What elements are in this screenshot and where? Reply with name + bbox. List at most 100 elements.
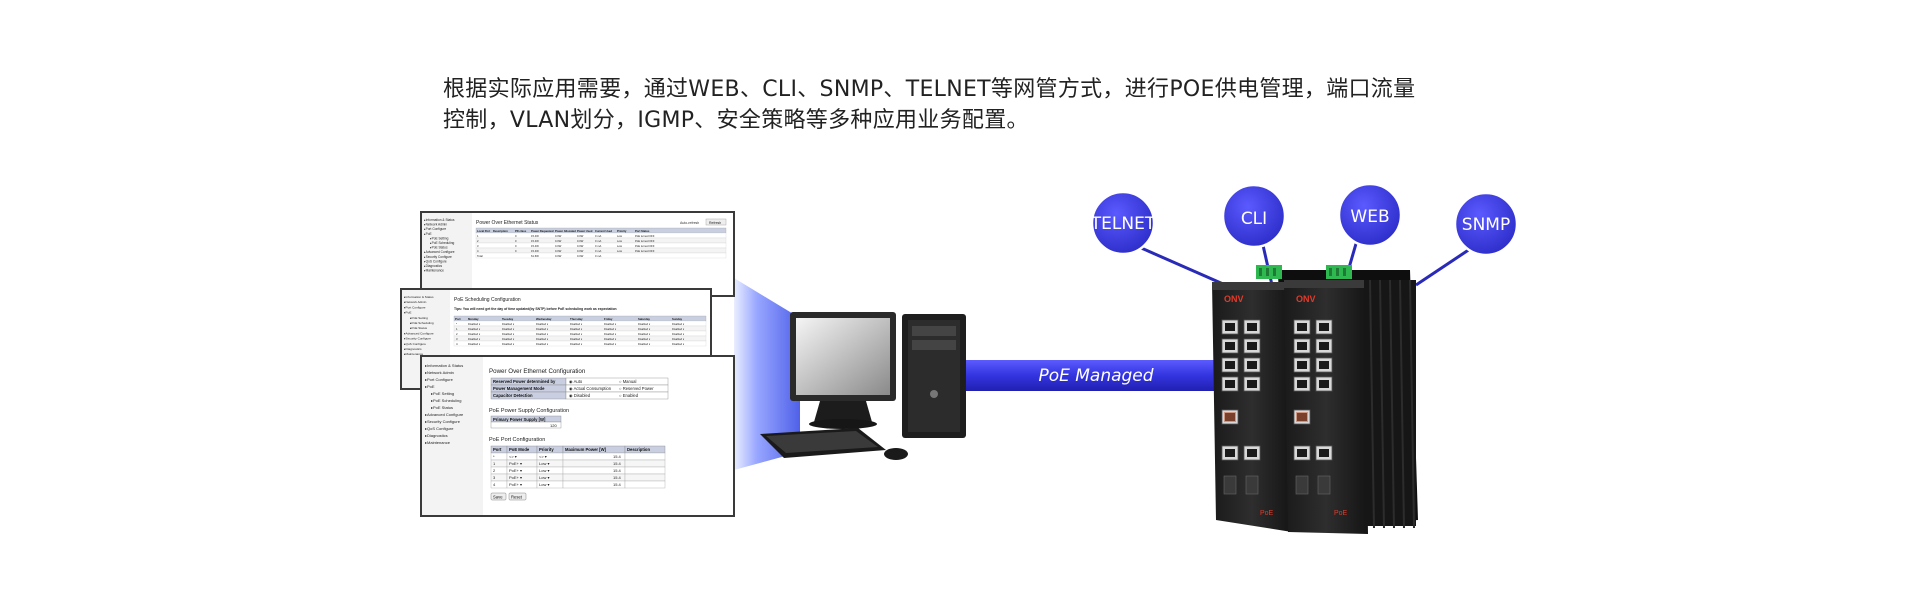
rj45-port-hole — [1247, 449, 1257, 457]
status-cell: 0 mA — [595, 254, 601, 258]
sched-row — [453, 340, 707, 347]
status-cell: 0 mA — [595, 239, 601, 243]
status-cell: PoE turned OFF — [635, 239, 655, 243]
port-cell: 15.4 — [613, 482, 622, 487]
config-option: ◉ Auto — [569, 379, 583, 384]
port-cell: PoE+ ▾ — [509, 475, 522, 480]
menu-item: ▸Maintenance — [425, 440, 451, 445]
industrial-switches: ONV ONV PoE PoE — [1212, 265, 1418, 534]
supply-input[interactable] — [490, 421, 562, 429]
menu-item: ▸PoE Setting — [431, 391, 454, 396]
port-cell: 2 — [493, 468, 496, 473]
status-header: PD class — [515, 229, 527, 233]
rj45-port-hole — [1319, 449, 1329, 457]
sched-cell: Disabled ▾ — [638, 332, 651, 336]
sched-port: 3 — [456, 337, 458, 341]
screenshot-poe-status: ▸Information & Status▸Network Admin▸Port… — [420, 211, 735, 297]
status-cell: 15.4W — [531, 249, 539, 253]
protocol-cli-bubble: CLI — [1221, 183, 1287, 249]
menu-item: ▸Network Admin — [425, 370, 454, 375]
save-button[interactable] — [490, 492, 507, 501]
status-cell: 1 — [477, 234, 479, 238]
menu-item: ▸Advanced Configure — [404, 331, 434, 335]
rj45-port-hole — [1225, 449, 1235, 457]
rj45-port-hole — [1225, 323, 1235, 331]
port-cell-box — [624, 452, 666, 461]
status-cell: 15.4W — [531, 244, 539, 248]
menu-item: ▸Port Configure — [424, 227, 446, 231]
menu-item: ▸QoS Configure — [425, 426, 454, 431]
config-option: ○ Manual — [619, 379, 636, 384]
rj45-port-hole — [1319, 361, 1329, 369]
protocol-telnet-bubble: TELNET — [1090, 190, 1156, 256]
menu-item: ▸Network Admin — [424, 223, 447, 227]
menu-item: ▸Diagnostics — [404, 347, 422, 351]
refresh-label: Refresh — [709, 221, 721, 225]
sched-cell: Disabled ▾ — [502, 332, 515, 336]
sched-header: Monday — [468, 317, 479, 321]
supply-label: Primary Power Supply [W] — [493, 417, 546, 422]
sched-cell: Disabled ▾ — [502, 342, 515, 346]
snmp-label: SNMP — [1462, 215, 1510, 235]
status-cell: 0.0W — [577, 239, 584, 243]
status-cell: 0.0W — [555, 244, 562, 248]
refresh-button[interactable] — [705, 218, 727, 226]
port-header: Port — [493, 447, 502, 452]
port-cell: 15.4 — [613, 475, 622, 480]
sched-port: 1 — [456, 327, 458, 331]
sched-cell: Disabled ▾ — [672, 332, 685, 336]
status-header: Current Used — [595, 229, 612, 233]
sched-cell: Disabled ▾ — [570, 327, 583, 331]
menu-item: ▸PoE Status — [410, 326, 427, 330]
sched-cell: Disabled ▾ — [502, 322, 515, 326]
menu-item: ▸QoS Configure — [404, 342, 426, 346]
status-cell: 0.0W — [555, 239, 562, 243]
port-cell: PoE+ ▾ — [509, 482, 522, 487]
sched-cell: Disabled ▾ — [468, 337, 481, 341]
status-cell: Low — [617, 249, 622, 253]
status-cell: 0.0W — [577, 249, 584, 253]
sched-cell: Disabled ▾ — [672, 342, 685, 346]
sched-cell: Disabled ▾ — [638, 342, 651, 346]
sched-cell: Disabled ▾ — [604, 337, 617, 341]
sfp-port — [1223, 475, 1237, 495]
port-cell: PoE+ ▾ — [509, 461, 522, 466]
config-value-cell — [565, 391, 669, 400]
status-cell: Total — [477, 254, 483, 258]
port-cell: 4 — [493, 482, 496, 487]
menu-item: ▸Information & Status — [424, 218, 455, 222]
sched-cell: Disabled ▾ — [468, 332, 481, 336]
port-cell: Low ▾ — [539, 468, 549, 473]
menu-item: ▸PoE Setting — [430, 236, 449, 240]
rj45-port-hole — [1319, 380, 1329, 388]
protocol-web-bubble: WEB — [1337, 182, 1403, 248]
status-cell: 0 mA — [595, 234, 601, 238]
menu-item: ▸QoS Configure — [424, 259, 447, 263]
config-label: Power Management Mode — [493, 386, 545, 391]
reset-button[interactable] — [508, 492, 527, 501]
sched-header: Friday — [604, 317, 613, 321]
sched-cell: Disabled ▾ — [638, 337, 651, 341]
config-option: ◉ Actual Consumption — [569, 386, 612, 391]
status-header: Port Status — [635, 229, 650, 233]
status-cell: 0.0W — [577, 244, 584, 248]
status-header: Power Allocated — [555, 229, 576, 233]
rj45-port-hole — [1247, 380, 1257, 388]
poe-badge-right: PoE — [1334, 510, 1348, 517]
screenshot-poe-config: ▸Information & Status▸Network Admin▸Port… — [420, 355, 735, 517]
sched-header: Sunday — [672, 317, 683, 321]
status-cell: 0.0W — [577, 234, 584, 238]
sched-header: Saturday — [638, 317, 650, 321]
status-cell: 0 — [515, 244, 517, 248]
brand-left: ONV — [1224, 294, 1244, 304]
port-cell: PoE+ ▾ — [509, 468, 522, 473]
menu-item: ▸PoE Setting — [410, 316, 428, 320]
menu-item: ▸PoE Scheduling — [410, 321, 434, 325]
status-cell: 15.4W — [531, 239, 539, 243]
port-cell-box — [624, 473, 666, 482]
status-cell: Low — [617, 244, 622, 248]
brand-right: ONV — [1296, 294, 1316, 304]
sched-cell: Disabled ▾ — [536, 322, 549, 326]
port-cell: 3 — [493, 475, 496, 480]
protocol-snmp-bubble: SNMP — [1453, 191, 1519, 257]
